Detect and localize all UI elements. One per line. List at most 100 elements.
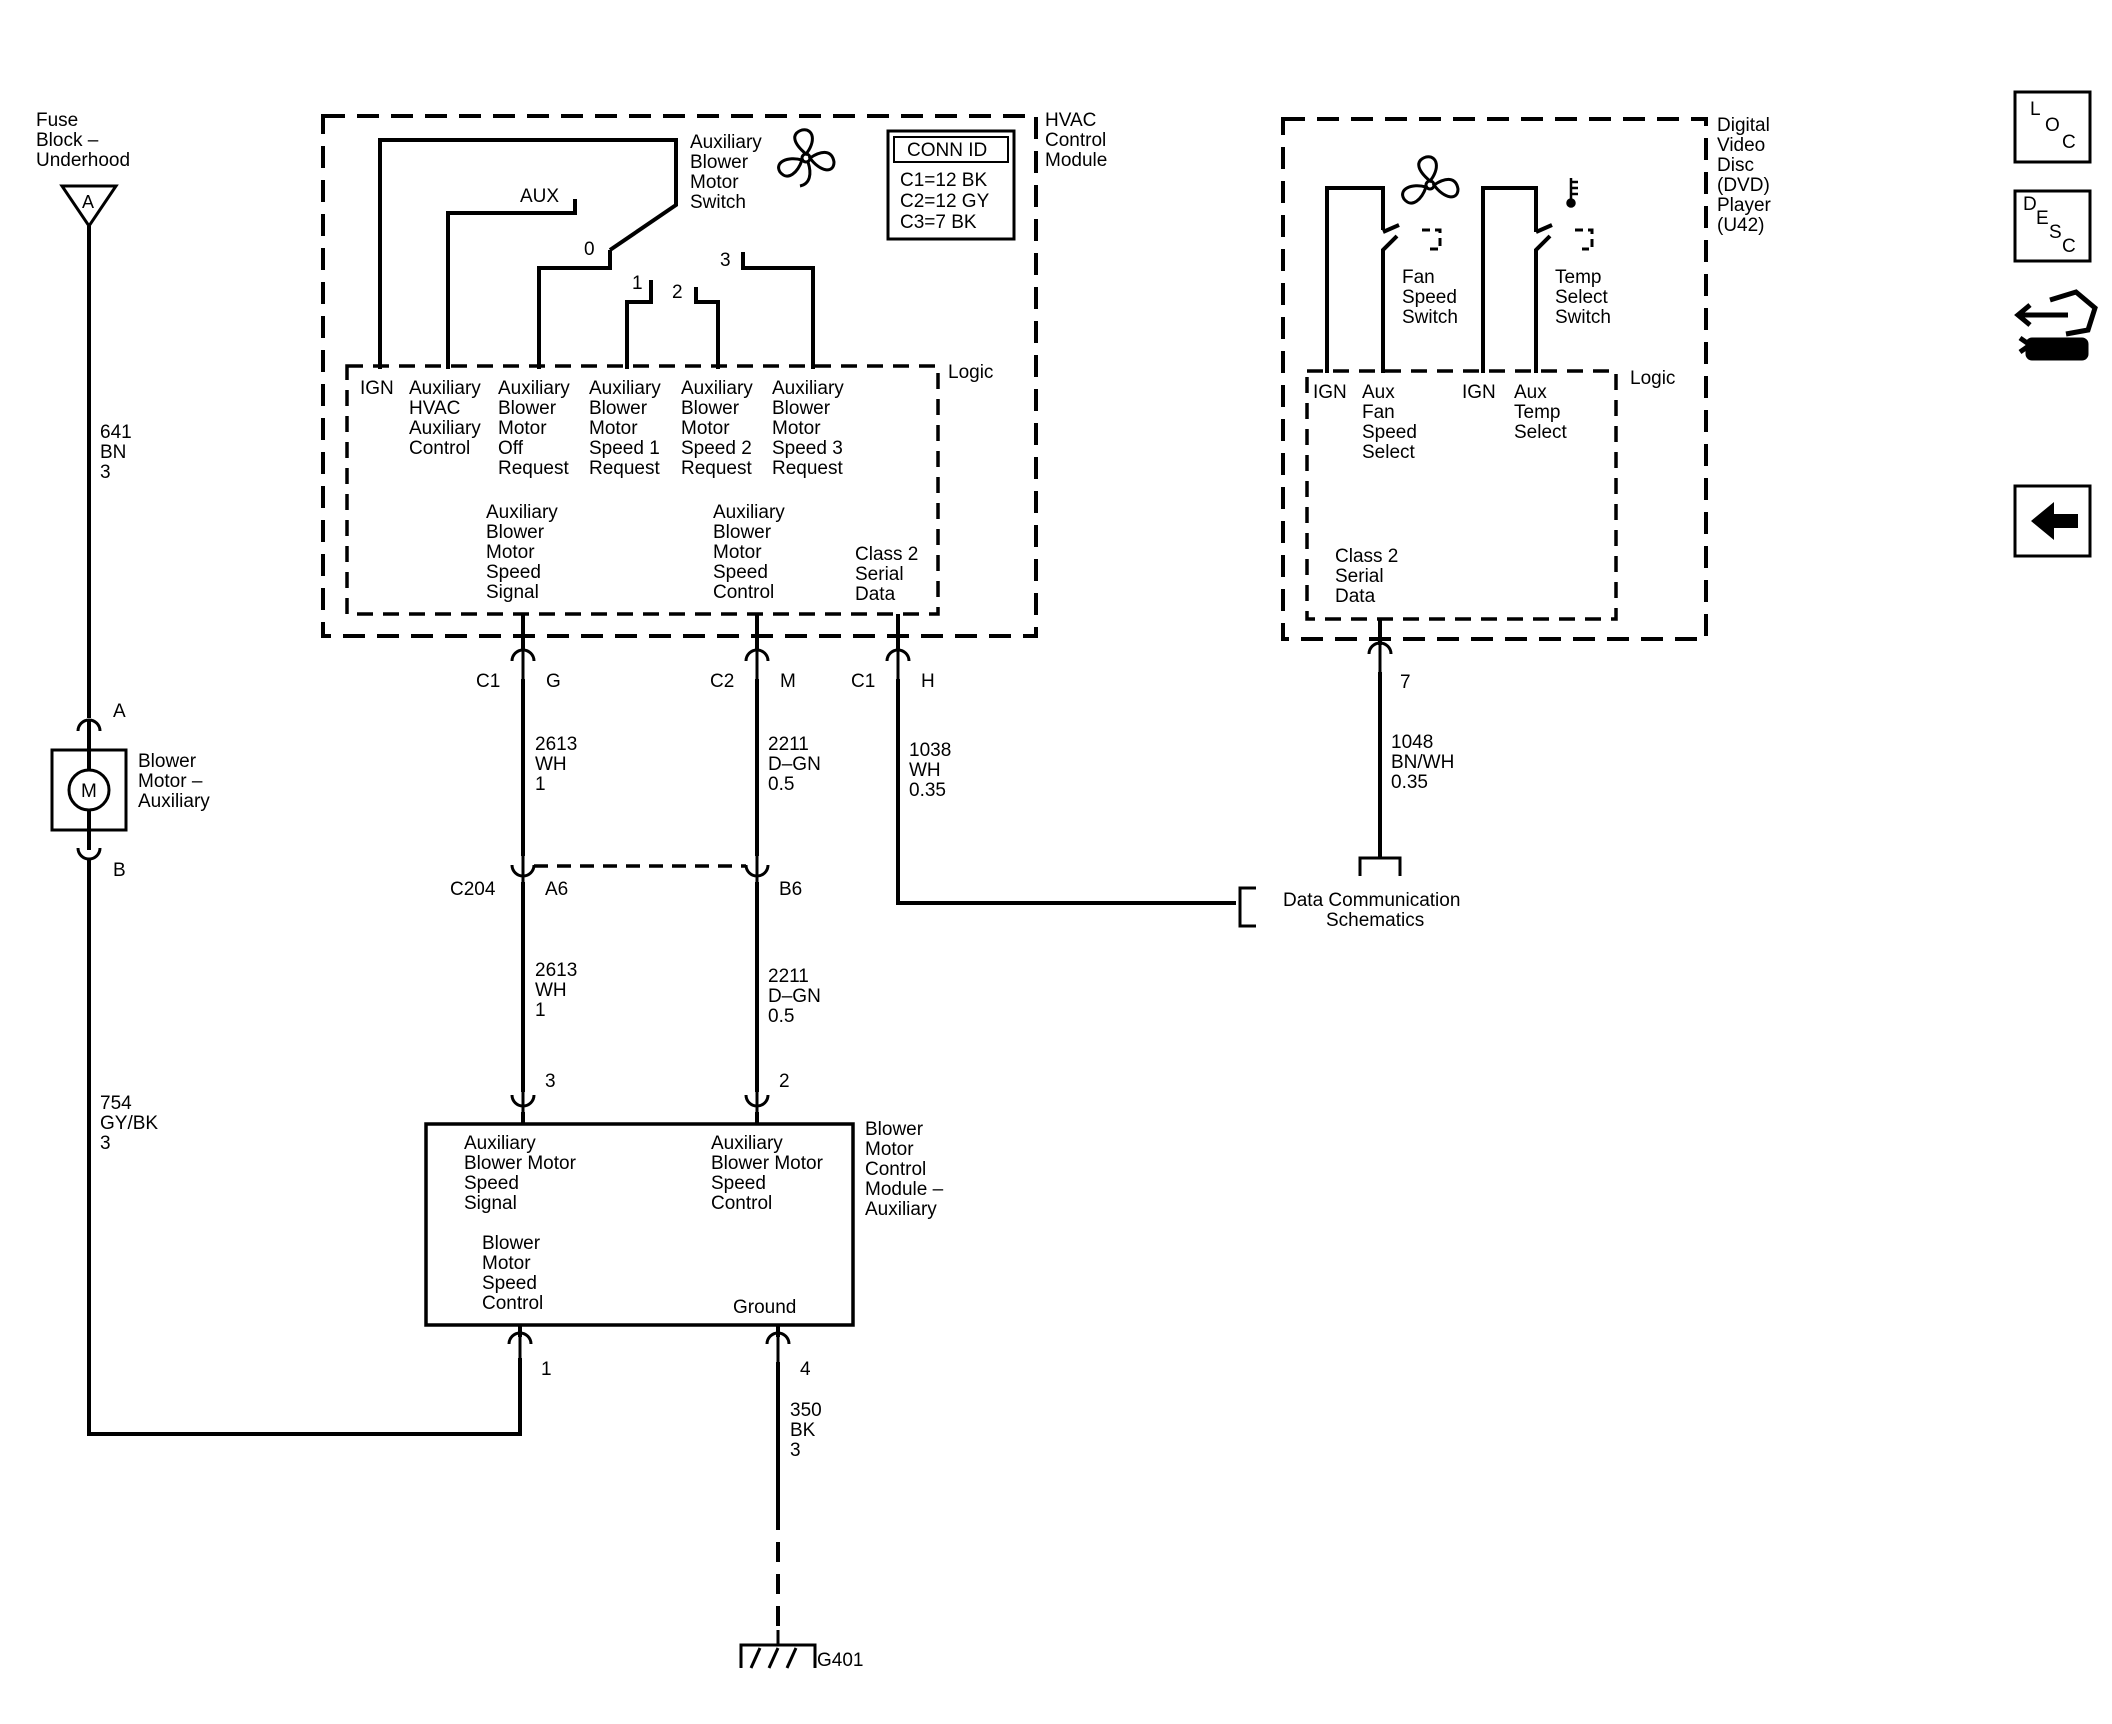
wire-754 <box>87 858 522 1436</box>
fan-icon <box>777 128 836 188</box>
fan-speed-switch-label: Fan Speed Switch <box>1402 267 1462 328</box>
fan-switch-contact <box>1422 228 1442 251</box>
connector-name: C204 <box>450 879 496 900</box>
switch-position-0: 0 <box>584 239 595 260</box>
wire-641-label: 641 BN 3 <box>100 422 137 483</box>
module-ground-label: Ground <box>733 1297 796 1318</box>
dvd-connector-pin-7: 7 <box>1367 619 1411 693</box>
speed2-request-wire <box>694 287 720 369</box>
temp-switch-ign-wire <box>1481 186 1538 373</box>
switch-position-3: 3 <box>720 250 731 271</box>
connector-c204: C204 A6 B6 <box>450 852 802 900</box>
dvd-player-outline <box>1281 117 1708 641</box>
output-class2-serial: Class 2 Serial Data <box>855 544 924 605</box>
wire-1038-label: 1038 WH 0.35 <box>909 740 957 801</box>
connector-pin: M <box>780 671 796 692</box>
motor-pin-a-label: A <box>113 701 126 722</box>
wire-2613-upper-label: 2613 WH 1 <box>535 734 583 795</box>
module-pin-2: 2 <box>779 1071 790 1092</box>
ground-point-label: G401 <box>817 1650 863 1671</box>
hvac-logic-label: Logic <box>948 362 993 383</box>
output-speed-signal: Auxiliary Blower Motor Speed Signal <box>486 502 563 603</box>
dvd-class2-serial: Class 2 Serial Data <box>1335 546 1404 607</box>
input-ign: IGN <box>360 378 394 399</box>
output-speed-control: Auxiliary Blower Motor Speed Control <box>713 502 790 603</box>
blower-motor-control-module: 3 2 Auxiliary Blower Motor Speed Signal … <box>424 1071 944 1380</box>
desc-button[interactable]: D E S C <box>2013 189 2092 263</box>
desc-letter: E <box>2036 208 2049 229</box>
dvd-logic-box <box>1305 369 1618 621</box>
aux-control-wire <box>446 199 577 369</box>
aux-blower-switch-label: Auxiliary Blower Motor Switch <box>690 132 767 213</box>
connector-pin: H <box>921 671 935 692</box>
ground-symbol <box>739 1630 817 1669</box>
wire-2211-lower-label: 2211 D–GN 0.5 <box>768 966 826 1027</box>
conn-id-row: C3=7 BK <box>900 212 977 233</box>
connector-c1-h: C1 H <box>851 614 935 692</box>
speed1-request-wire <box>625 280 653 369</box>
conn-id-row: C2=12 GY <box>900 191 990 212</box>
connector-wrench-icon[interactable] <box>2014 289 2098 361</box>
loc-letter: C <box>2062 132 2076 153</box>
loc-letter: O <box>2045 115 2060 136</box>
motor-symbol-letter: M <box>81 781 97 802</box>
temp-switch-select-wire <box>1534 234 1552 373</box>
aux-contact-label: AUX <box>520 186 559 207</box>
data-comm-label[interactable]: Data Communication Schematics <box>1283 890 1466 931</box>
data-comm-bracket-left <box>1238 886 1256 928</box>
module-pin-1: 1 <box>541 1359 552 1380</box>
connector-name: C1 <box>851 671 875 692</box>
dvd-input-aux-temp: Aux Temp Select <box>1514 382 1568 443</box>
fan-switch-ign-wire <box>1325 186 1385 373</box>
connector-pin: B6 <box>779 879 802 900</box>
connector-pin: G <box>546 671 561 692</box>
fan-icon <box>1401 155 1460 205</box>
hvac-module-title: HVAC Control Module <box>1045 110 1112 171</box>
switch-position-2: 2 <box>672 282 683 303</box>
loc-button[interactable]: L O C <box>2013 90 2092 164</box>
connector-c2-m: C2 M <box>710 614 796 692</box>
blower-motor-label: Blower Motor – Auxiliary <box>138 751 210 812</box>
temp-switch-contact <box>1575 228 1594 251</box>
desc-letter: C <box>2062 236 2076 257</box>
data-comm-bracket-top <box>1358 856 1402 876</box>
loc-letter: L <box>2030 99 2041 120</box>
connector-name: C1 <box>476 671 500 692</box>
control-module-box <box>424 1122 855 1327</box>
fuse-block-label: Fuse Block – Underhood <box>36 110 130 171</box>
input-off-request: Auxiliary Blower Motor Off Request <box>498 378 575 479</box>
back-button[interactable] <box>2013 484 2092 558</box>
wire-350-label: 350 BK 3 <box>790 1400 827 1461</box>
fan-switch-select-wire <box>1381 234 1399 373</box>
input-speed1-request: Auxiliary Blower Motor Speed 1 Request <box>589 378 666 479</box>
wire-2613-lower-label: 2613 WH 1 <box>535 960 583 1021</box>
connector-pin: A6 <box>545 879 568 900</box>
back-arrow-icon <box>2031 502 2078 540</box>
hvac-logic-box <box>345 364 940 616</box>
wire-1038 <box>896 679 1236 905</box>
wire-2211-upper-label: 2211 D–GN 0.5 <box>768 734 826 795</box>
fuse-terminal-label: A <box>82 192 94 212</box>
wire-1048-label: 1048 BN/WH 0.35 <box>1391 732 1460 793</box>
off-request-wire <box>537 250 612 369</box>
connector-c1-g: C1 G <box>476 614 561 692</box>
thermometer-icon <box>1566 178 1578 208</box>
conn-id-box: CONN ID C1=12 BK C2=12 GY C3=7 BK <box>886 129 1016 241</box>
connector-name: C2 <box>710 671 734 692</box>
desc-letter: S <box>2049 222 2062 243</box>
motor-pin-a-connector <box>76 718 102 732</box>
module-bmsc-label: Blower Motor Speed Control <box>482 1233 545 1314</box>
module-pin-3: 3 <box>545 1071 556 1092</box>
input-aux-hvac-control: Auxiliary HVAC Auxiliary Control <box>409 378 486 459</box>
wire-754-label: 754 GY/BK 3 <box>100 1093 163 1154</box>
input-speed2-request: Auxiliary Blower Motor Speed 2 Request <box>681 378 758 479</box>
data-comm-reference-link[interactable]: Data Communication Schematics <box>1283 890 1466 931</box>
dvd-input-aux-fan-speed: Aux Fan Speed Select <box>1362 382 1422 463</box>
module-pin-4: 4 <box>800 1359 811 1380</box>
blower-motor-auxiliary: A M B Blower Motor – Auxiliary <box>50 701 210 881</box>
temp-select-switch-label: Temp Select Switch <box>1555 267 1613 328</box>
ign-switch-wire <box>378 138 678 369</box>
module-speed-signal: Auxiliary Blower Motor Speed Signal <box>464 1133 581 1214</box>
fuse-terminal-triangle <box>59 184 119 229</box>
